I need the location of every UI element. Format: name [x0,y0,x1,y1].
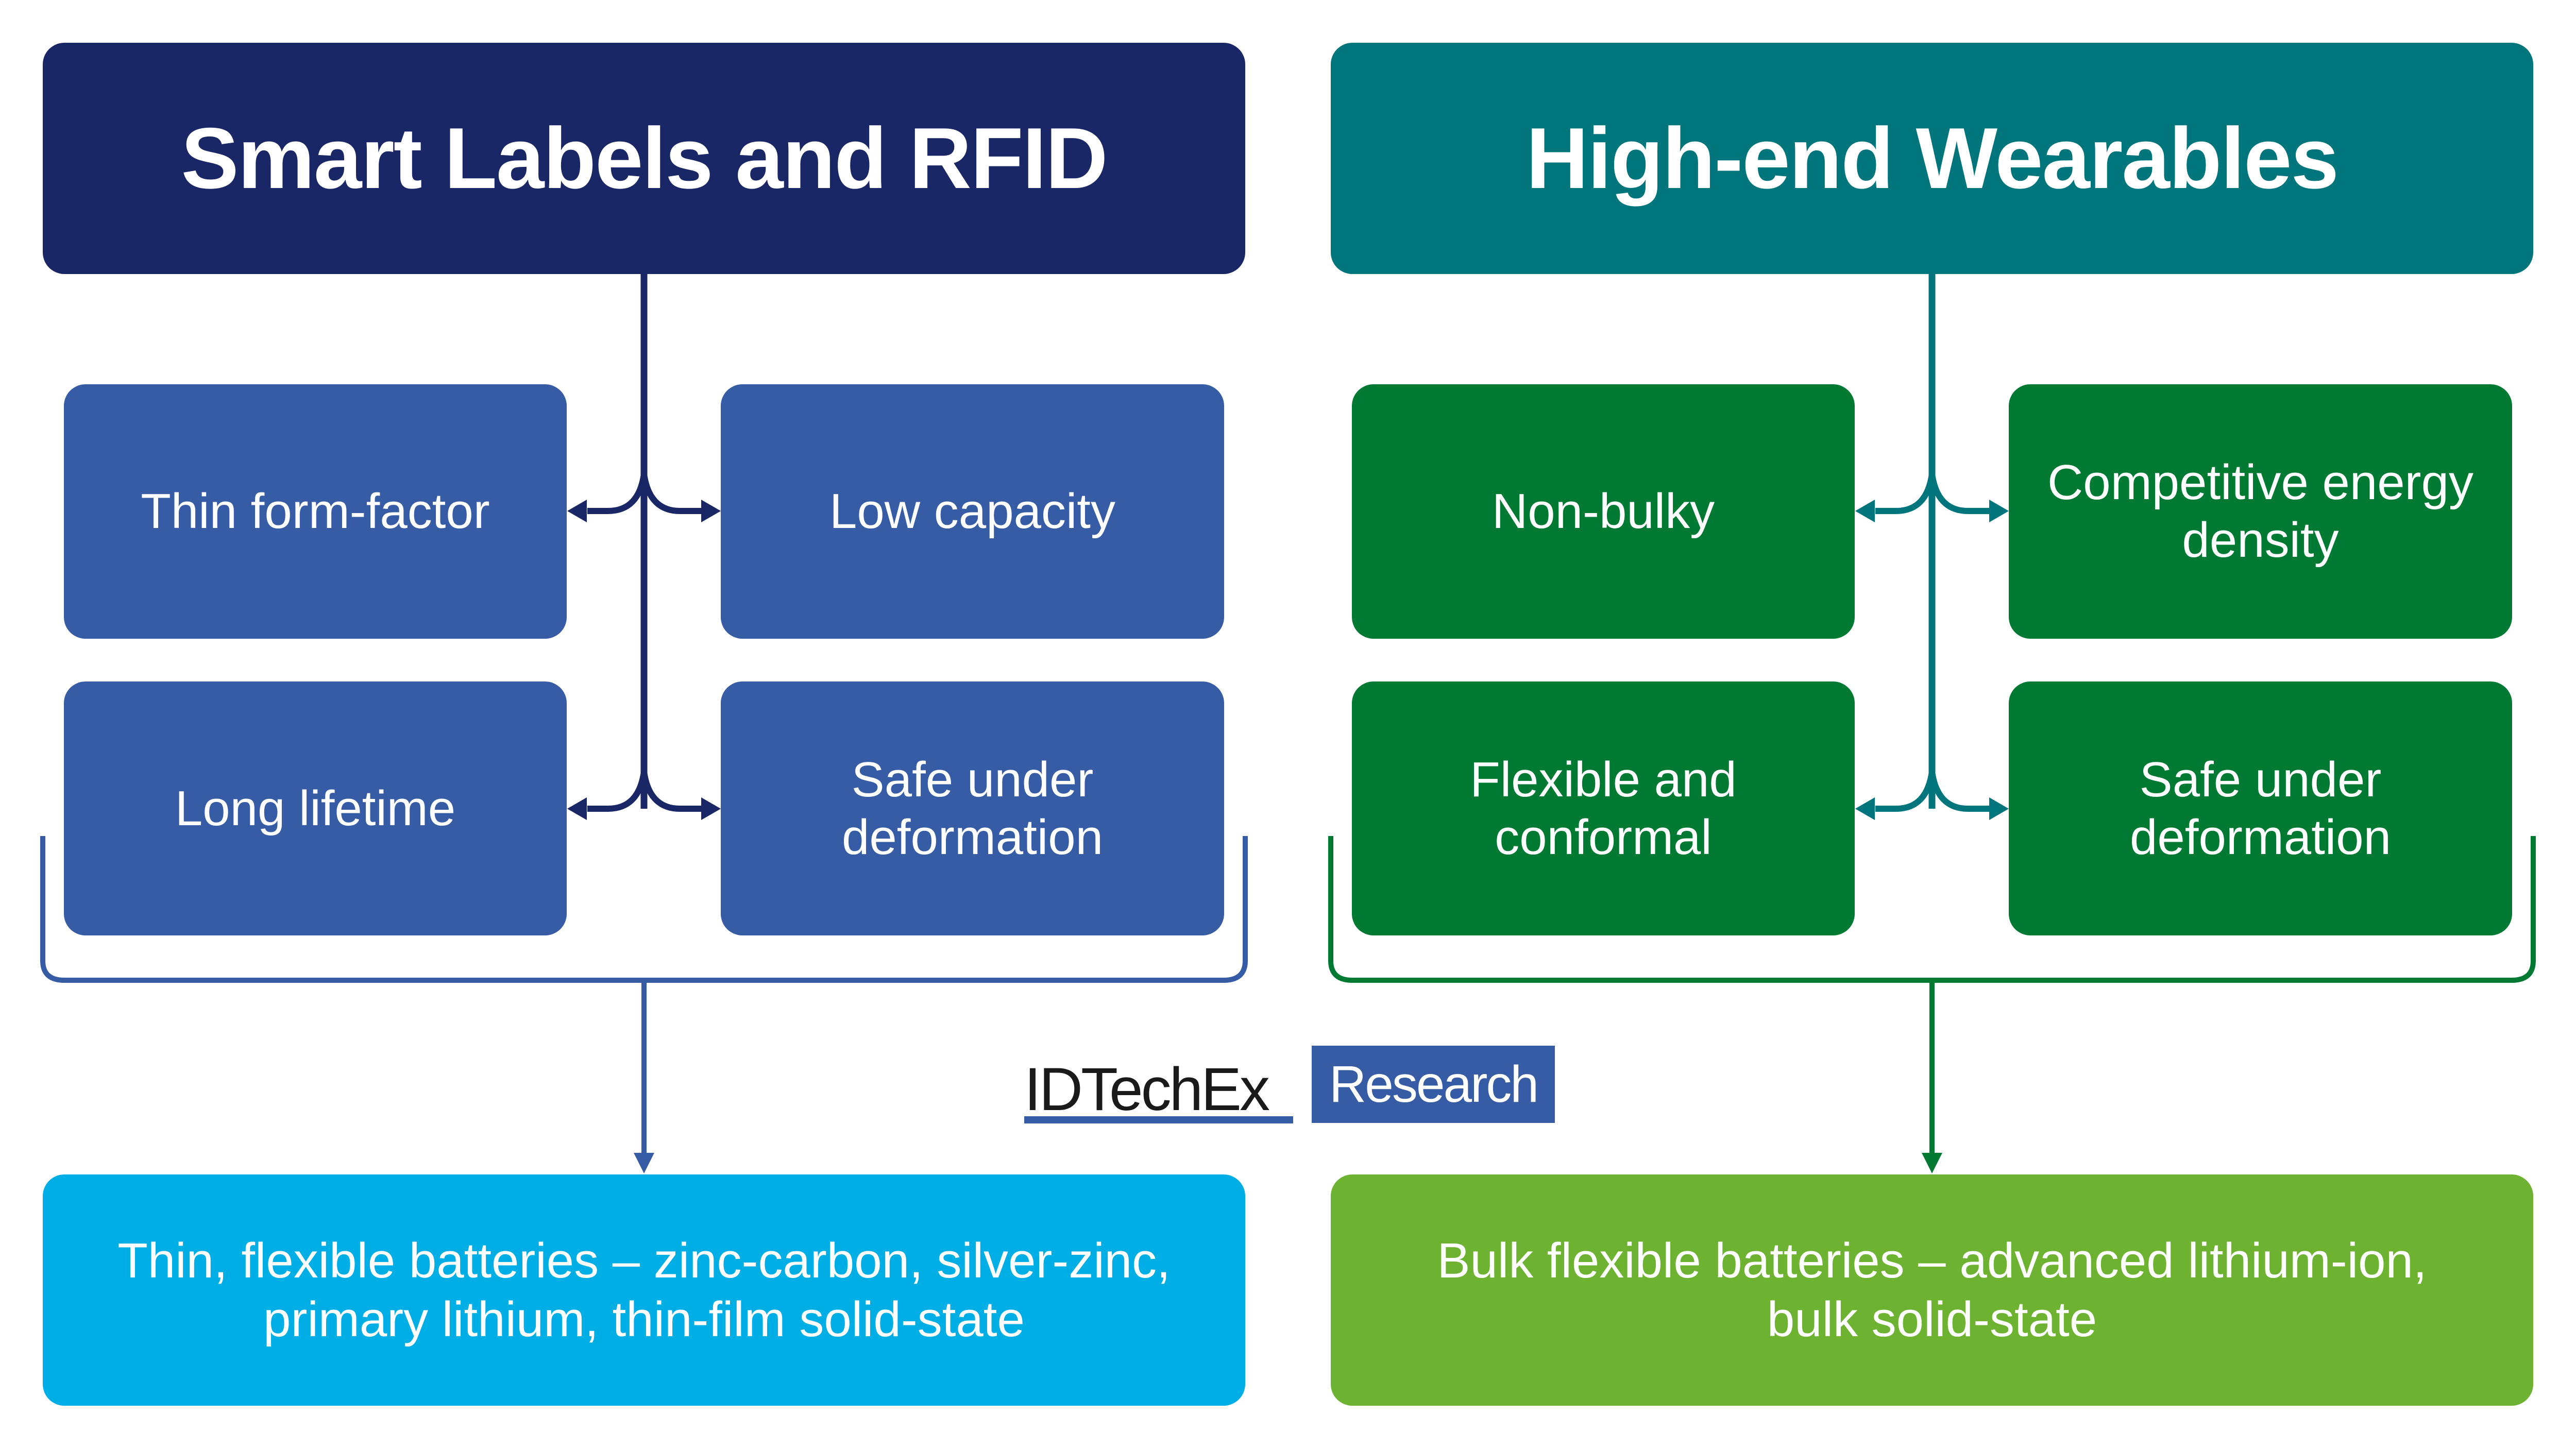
right-result-box: Bulk flexible batteries – advanced lithi… [1331,1174,2533,1406]
left-feature-label: Long lifetime [175,780,456,836]
right-feature-label: Competitive energy density [2047,455,2474,568]
right-branch-upper-left [1875,473,1935,514]
left-feature-box: Long lifetime [64,681,567,935]
left-feature-box: Safe under deformation [721,681,1224,935]
left-branch-upper-left [587,473,647,514]
right-branch-upper-right [1929,473,1989,514]
left-arrowhead-lower-right [701,797,721,820]
left-branch-upper-right [641,473,701,514]
left-arrowhead-upper-right [701,500,721,522]
right-header-box: High-end Wearables [1331,43,2533,274]
right-arrowhead-lower-right [1989,797,2009,820]
left-branch-lower-right [641,771,701,812]
right-result-text: Bulk flexible batteries – advanced lithi… [1437,1233,2427,1347]
left-result-box: Thin, flexible batteries – zinc-carbon, … [43,1174,1245,1406]
right-feature-label: Flexible and conformal [1470,752,1737,865]
left-feature-label: Thin form-factor [141,484,490,539]
right-feature-label: Non-bulky [1492,484,1715,539]
right-feature-box: Competitive energy density [2009,384,2512,639]
right-feature-box: Safe under deformation [2009,681,2512,935]
left-feature-label: Low capacity [829,484,1115,539]
logo-underline [1024,1116,1293,1123]
right-feature-box: Flexible and conformal [1352,681,1855,935]
right-down-arrowhead [1922,1153,1942,1173]
left-result-text: Thin, flexible batteries – zinc-carbon, … [117,1233,1171,1347]
left-feature-box: Thin form-factor [64,384,567,639]
left-header-box: Smart Labels and RFID [43,43,1245,274]
left-header-title: Smart Labels and RFID [181,110,1108,207]
right-header-title: High-end Wearables [1526,110,2339,207]
left-arrowhead-upper-left [567,500,587,522]
left-feature-label: Safe under deformation [842,752,1103,865]
right-arrowhead-upper-left [1855,500,1875,522]
left-arrowhead-lower-left [567,797,587,820]
right-branch-lower-left [1875,771,1935,812]
right-feature-label: Safe under deformation [2130,752,2391,865]
right-branch-lower-right [1929,771,1989,812]
right-feature-box: Non-bulky [1352,384,1855,639]
left-branch-lower-left [587,771,647,812]
right-arrowhead-lower-left [1855,797,1875,820]
logo-research-badge: Research [1312,1046,1555,1123]
right-arrowhead-upper-right [1989,500,2009,522]
logo-research-text: Research [1329,1055,1539,1113]
logo-brand-text: IDTechEx [1024,1055,1270,1123]
left-feature-box: Low capacity [721,384,1224,639]
left-down-arrowhead [634,1153,654,1173]
